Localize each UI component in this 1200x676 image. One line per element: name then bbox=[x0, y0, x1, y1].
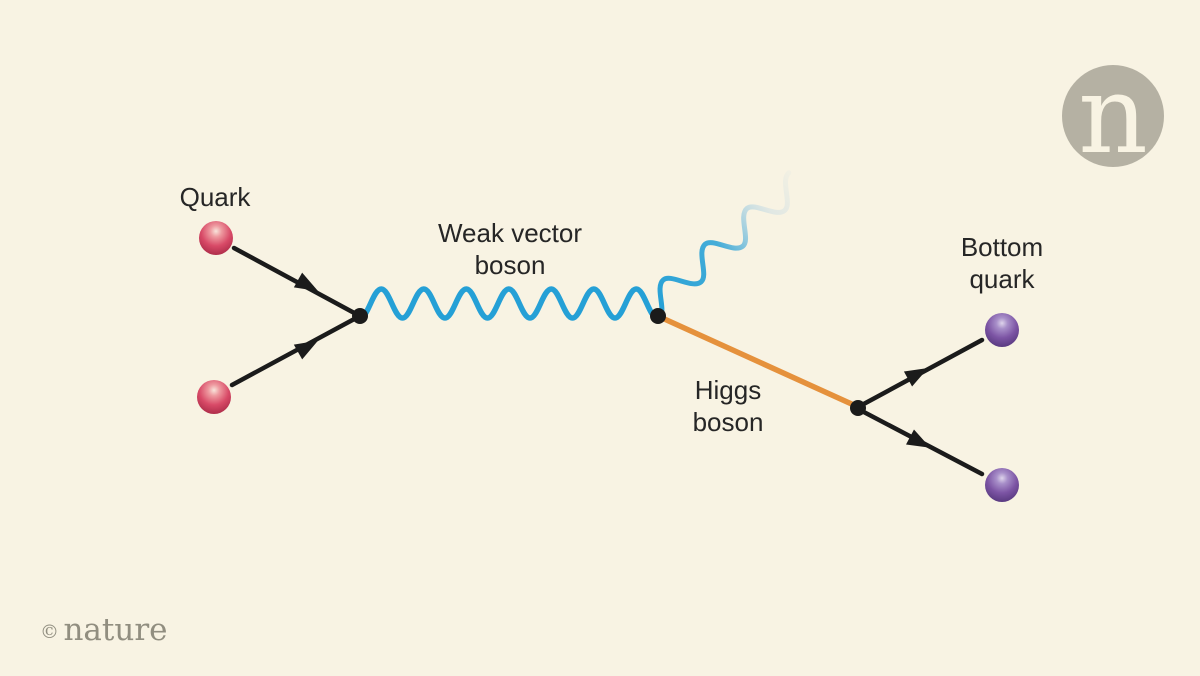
quark-label: Quark bbox=[180, 182, 252, 212]
quark-sphere-top bbox=[199, 221, 233, 255]
vertex-dot-left bbox=[352, 308, 368, 324]
nature-logo-letter: n bbox=[1078, 53, 1148, 178]
quark-sphere-bottom bbox=[197, 380, 231, 414]
radiated-boson-wave bbox=[656, 170, 792, 321]
incoming-quark-line-bottom bbox=[229, 314, 361, 388]
vertex-dot-middle bbox=[650, 308, 666, 324]
weak-vector-boson-label-line2: boson bbox=[475, 250, 546, 280]
higgs-boson-label-line1: Higgs bbox=[695, 375, 761, 405]
higgs-boson-label-line2: boson bbox=[693, 407, 764, 437]
higgs-boson-line bbox=[657, 314, 859, 409]
nature-logo-circle bbox=[1062, 65, 1164, 167]
weak-vector-boson-label-line1: Weak vector bbox=[438, 218, 582, 248]
copyright-credit: © nature bbox=[40, 612, 168, 648]
incoming-quark-line-top bbox=[231, 245, 361, 318]
arrowhead-outgoing-bottom bbox=[906, 429, 931, 448]
radiated-boson-wave-group bbox=[656, 170, 792, 321]
arrowhead-outgoing-top bbox=[903, 367, 929, 387]
bottom-quark-label-line2: quark bbox=[969, 264, 1035, 294]
bottom-quark-sphere-bottom bbox=[985, 468, 1019, 502]
copyright-name: nature bbox=[63, 612, 167, 648]
bottom-quark-sphere-top bbox=[985, 313, 1019, 347]
bottom-quark-label-line1: Bottom bbox=[961, 232, 1043, 262]
vertex-dot-right bbox=[850, 400, 866, 416]
arrowhead-incoming-bottom bbox=[293, 340, 319, 360]
nature-logo: n bbox=[1062, 53, 1164, 178]
weak-vector-boson-wave bbox=[357, 286, 661, 321]
arrowhead-incoming-top bbox=[293, 272, 319, 292]
copyright-symbol: © bbox=[40, 621, 59, 643]
